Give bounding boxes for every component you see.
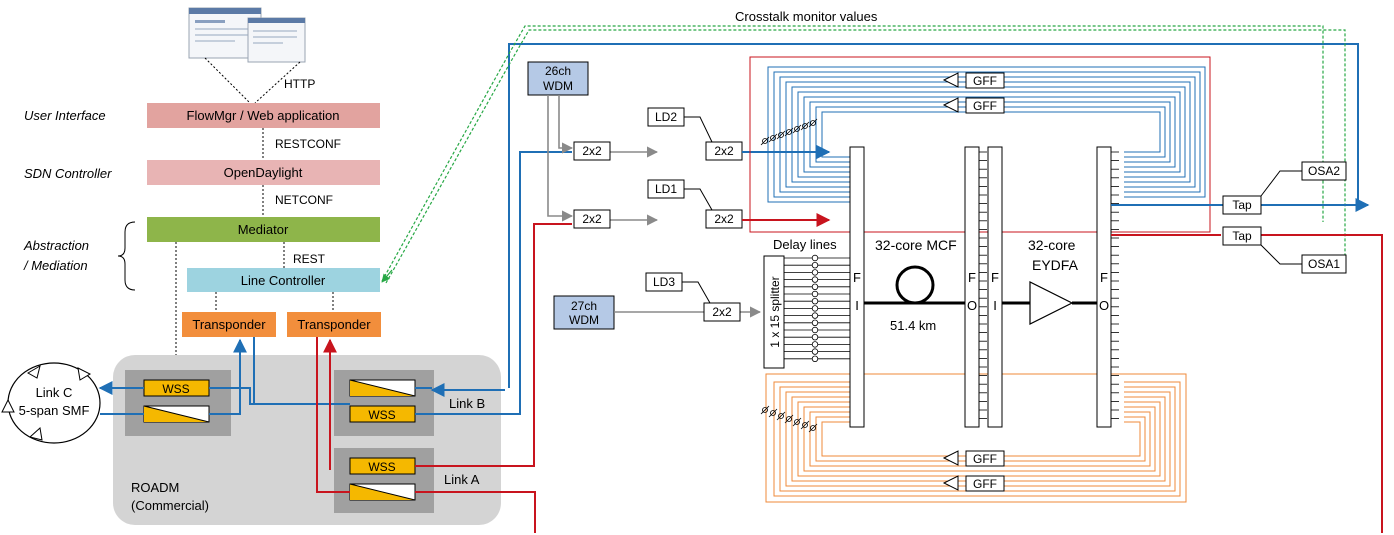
fan-in-1-f: F — [853, 270, 861, 285]
layer-label-ui: User Interface — [24, 108, 106, 123]
wss-a-1-label: WSS — [368, 460, 395, 474]
fan-out-2-f: F — [1100, 270, 1108, 285]
tap-2-label: Tap — [1232, 229, 1252, 243]
delay-lines-label: Delay lines — [773, 237, 837, 252]
gff-bottom-1-label: GFF — [973, 452, 997, 466]
fan-out-1-o: O — [967, 298, 977, 313]
coupler-1-label: 2x2 — [582, 144, 602, 158]
restconf-label: RESTCONF — [275, 137, 341, 151]
flowmgr-label: FlowMgr / Web application — [187, 108, 340, 123]
wdm-26ch-wdm-label: WDM — [543, 79, 573, 93]
fan-out-1 — [965, 147, 979, 427]
opendaylight-label: OpenDaylight — [224, 165, 303, 180]
wss-c-1-label: WSS — [162, 382, 189, 396]
fan-in-1 — [850, 147, 864, 427]
layer-label-sdn: SDN Controller — [24, 166, 112, 181]
layer-label-abstraction: Abstraction — [23, 238, 89, 253]
fan-out-2 — [1097, 147, 1111, 427]
coupler-5-label: 2x2 — [712, 305, 732, 319]
link-a-label: Link A — [444, 472, 480, 487]
delay-line-array — [784, 255, 850, 361]
fan-in-1-i: I — [855, 298, 859, 313]
wdm-27ch-wdm-label: WDM — [569, 313, 599, 327]
splitter-label: 1 x 15 splitter — [768, 276, 782, 347]
fan-out-1-f: F — [968, 270, 976, 285]
attenuators-top — [761, 119, 817, 145]
ld1-label: LD1 — [655, 182, 677, 196]
link-c-smf-label: 5-span SMF — [19, 403, 90, 418]
osa2-label: OSA2 — [1308, 164, 1340, 178]
http-label: HTTP — [284, 77, 315, 91]
web-screenshot-icon — [189, 8, 305, 62]
fan-in-2-i: I — [993, 298, 997, 313]
layer-label-mediation: / Mediation — [23, 258, 88, 273]
line-controller-label: Line Controller — [241, 273, 326, 288]
gff-bottom-2-label: GFF — [973, 477, 997, 491]
eydfa-label-2: EYDFA — [1032, 257, 1079, 273]
link-b-label: Link B — [449, 396, 485, 411]
eydfa-label-1: 32-core — [1028, 237, 1076, 253]
tap-1-label: Tap — [1232, 198, 1252, 212]
coupler-3-label: 2x2 — [714, 144, 734, 158]
rest-label: REST — [293, 252, 326, 266]
roadm-commercial-label: (Commercial) — [131, 498, 209, 513]
mcf-length-label: 51.4 km — [890, 318, 936, 333]
mcf-spool — [897, 267, 933, 303]
fan-out-2-o: O — [1099, 298, 1109, 313]
link-c-label: Link C — [36, 385, 73, 400]
wdm-26ch-label: 26ch — [545, 64, 571, 78]
ld3-label: LD3 — [653, 275, 675, 289]
ld2-label: LD2 — [655, 110, 677, 124]
fan-in-2-f: F — [991, 270, 999, 285]
wdm-27ch-label: 27ch — [571, 299, 597, 313]
wss-a-2 — [350, 484, 415, 500]
fan-in-2 — [988, 147, 1002, 427]
attenuators-bottom — [761, 406, 817, 432]
gff-top-1-label: GFF — [973, 74, 997, 88]
wss-c-2 — [144, 406, 209, 422]
amplifier-triangle — [1030, 282, 1072, 324]
abstraction-brace — [118, 222, 135, 290]
transponder-1-label: Transponder — [192, 317, 266, 332]
transponder-2-label: Transponder — [297, 317, 371, 332]
mediator-label: Mediator — [238, 222, 289, 237]
mcf-label: 32-core MCF — [875, 237, 957, 253]
coupler-4-label: 2x2 — [714, 212, 734, 226]
gff-top-2-label: GFF — [973, 99, 997, 113]
crosstalk-label: Crosstalk monitor values — [735, 9, 878, 24]
wss-b-2-label: WSS — [368, 408, 395, 422]
osa1-label: OSA1 — [1308, 257, 1340, 271]
netconf-label: NETCONF — [275, 193, 333, 207]
roadm-label: ROADM — [131, 480, 179, 495]
coupler-2-label: 2x2 — [582, 212, 602, 226]
wss-b-1 — [350, 380, 415, 396]
